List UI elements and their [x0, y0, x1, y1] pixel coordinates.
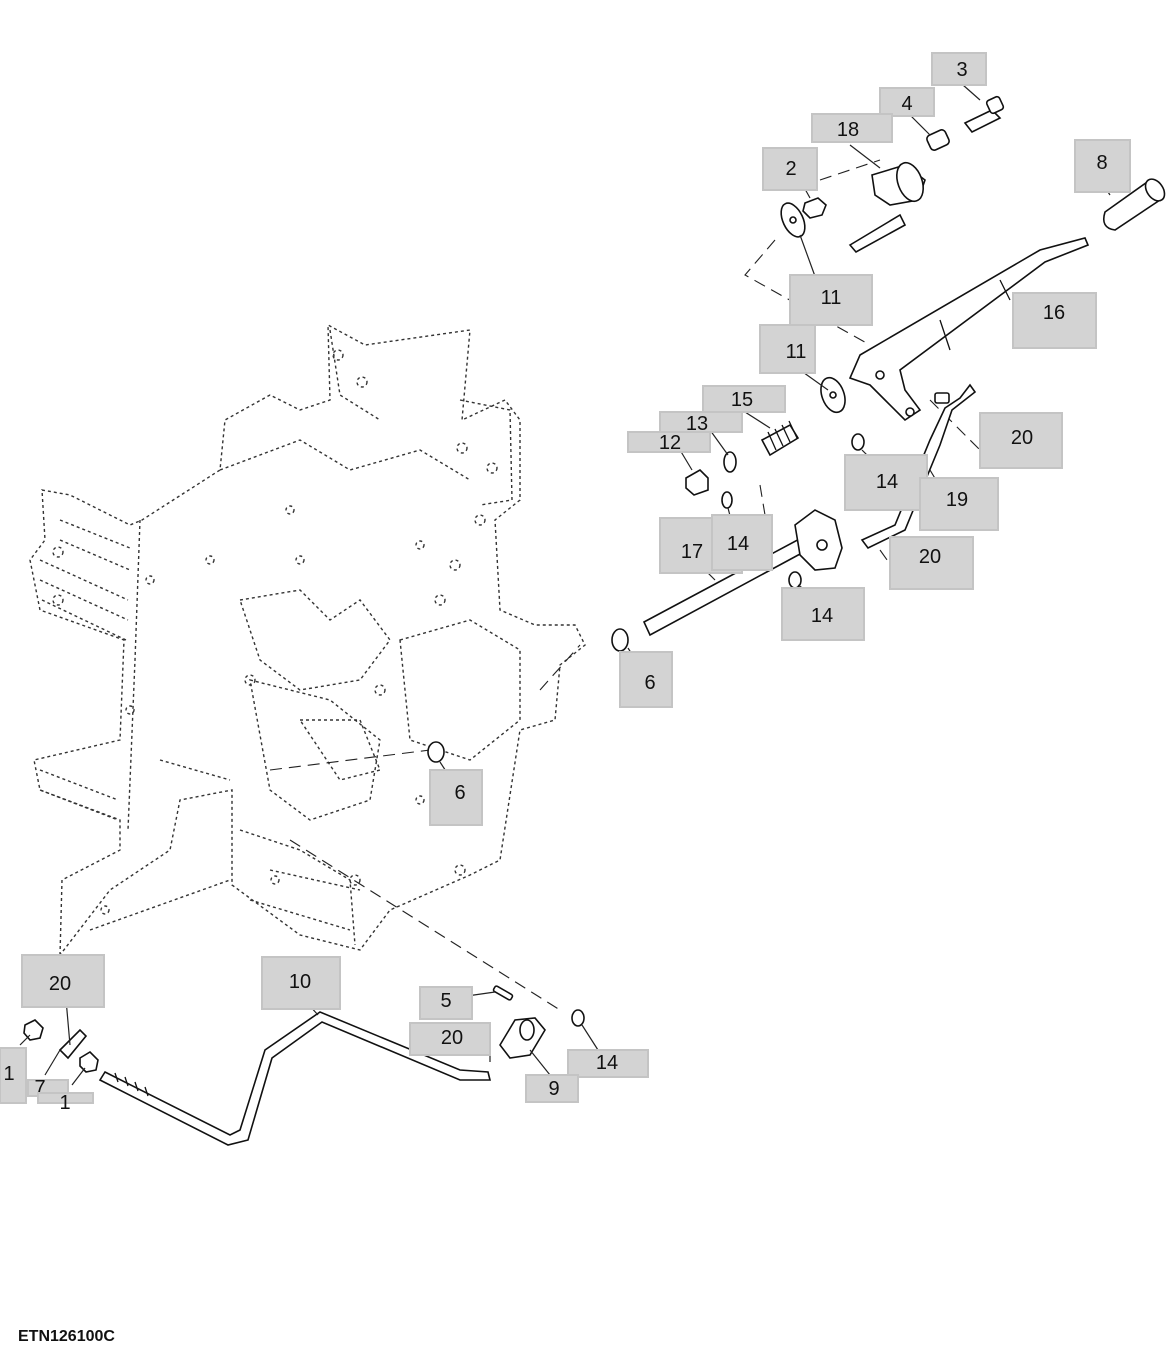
assembly-lines [269, 159, 991, 1011]
callout-1-left-label: 1 [3, 1063, 14, 1085]
callout-14-b: 14 [711, 514, 773, 571]
callout-11-lower-label: 11 [786, 341, 807, 363]
callout-4-label: 4 [901, 93, 912, 115]
callout-14-b-label: 14 [727, 533, 749, 555]
callout-6-upper-label: 6 [644, 672, 655, 694]
callout-18: 18 [811, 113, 893, 143]
chassis-frame [29, 323, 586, 958]
callout-9: 9 [525, 1074, 579, 1103]
callout-5-label: 5 [440, 990, 451, 1012]
part-spring-15 [760, 420, 800, 457]
callout-1-bottom: 1 [37, 1092, 94, 1114]
callout-5: 5 [419, 986, 473, 1020]
part-nut-1-b [79, 1050, 99, 1073]
callout-14-a: 14 [844, 454, 928, 511]
part-pivot-bracket-18 [848, 161, 926, 254]
part-nut-1-a [23, 1019, 44, 1041]
part-bushing-6-lower [427, 741, 445, 763]
callout-18-label: 18 [837, 119, 859, 141]
callout-9-label: 9 [548, 1078, 559, 1100]
callout-1-bottom-label: 1 [59, 1092, 70, 1114]
callout-12: 12 [627, 431, 711, 454]
part-washer-14-d [571, 1009, 585, 1027]
part-bolt-3 [963, 95, 1005, 134]
callout-20-bottom: 20 [409, 1022, 491, 1056]
callout-14-c-label: 14 [811, 605, 833, 627]
part-bushing-6-upper [611, 628, 629, 652]
callout-14-a-label: 14 [876, 471, 898, 493]
callout-20-bottom-label: 20 [441, 1027, 463, 1049]
part-nut-12 [685, 469, 709, 496]
callout-6-lower-label: 6 [454, 782, 465, 804]
part-spacer-4 [926, 129, 950, 151]
part-rod-10 [98, 1011, 492, 1146]
callout-16-label: 16 [1043, 302, 1065, 324]
callout-20-left-label: 20 [49, 973, 71, 995]
callout-14-c: 14 [781, 587, 865, 641]
callout-1-left: 1 [0, 1047, 27, 1104]
callout-19: 19 [919, 477, 999, 531]
callout-20-right-lower-label: 20 [919, 546, 941, 568]
part-shaft-17 [642, 509, 843, 637]
callout-14-d: 14 [567, 1049, 649, 1078]
callout-11-upper-label: 11 [821, 287, 842, 309]
callout-11-lower: 11 [759, 324, 816, 374]
part-washer-11-lower [820, 376, 846, 414]
part-pin-5 [492, 985, 514, 1001]
callout-6-lower: 6 [429, 769, 483, 826]
callout-20-left: 20 [21, 954, 105, 1008]
callout-20-right-upper-label: 20 [1011, 427, 1033, 449]
callout-10: 10 [261, 956, 341, 1010]
part-clip-7 [58, 1028, 88, 1060]
callout-7-label: 7 [34, 1077, 45, 1099]
callout-15-label: 15 [731, 389, 753, 411]
callout-12-label: 12 [659, 432, 681, 454]
callout-10-label: 10 [289, 971, 311, 993]
callout-3-label: 3 [956, 59, 967, 81]
part-washer-14-a [851, 433, 865, 451]
callout-17-label: 17 [681, 541, 703, 563]
part-washer-13 [723, 451, 737, 473]
figure-id-label: ETN126100C [18, 1328, 115, 1345]
callout-2-label: 2 [785, 158, 796, 180]
callout-15: 15 [702, 385, 786, 413]
callout-2: 2 [762, 147, 818, 191]
part-washer-14-b [721, 491, 733, 509]
part-nut-2 [802, 197, 827, 219]
callout-8: 8 [1074, 139, 1131, 193]
part-bracket-9 [499, 1017, 546, 1059]
callout-6-upper: 6 [619, 651, 673, 708]
callout-14-d-label: 14 [596, 1052, 618, 1074]
callout-16: 16 [1012, 292, 1097, 349]
callout-13: 13 [659, 411, 743, 435]
callout-20-right-upper: 20 [979, 412, 1063, 469]
part-knob-8 [1102, 178, 1166, 231]
callout-19-label: 19 [946, 489, 968, 511]
part-lever-16 [848, 237, 1090, 422]
callout-20-right-lower: 20 [889, 536, 974, 590]
callout-11-upper: 11 [789, 274, 873, 326]
callout-8-label: 8 [1096, 152, 1107, 174]
callout-13-label: 13 [686, 413, 708, 435]
callout-3: 3 [931, 52, 987, 86]
callout-4: 4 [879, 87, 935, 117]
part-washer-11-upper [780, 202, 806, 238]
